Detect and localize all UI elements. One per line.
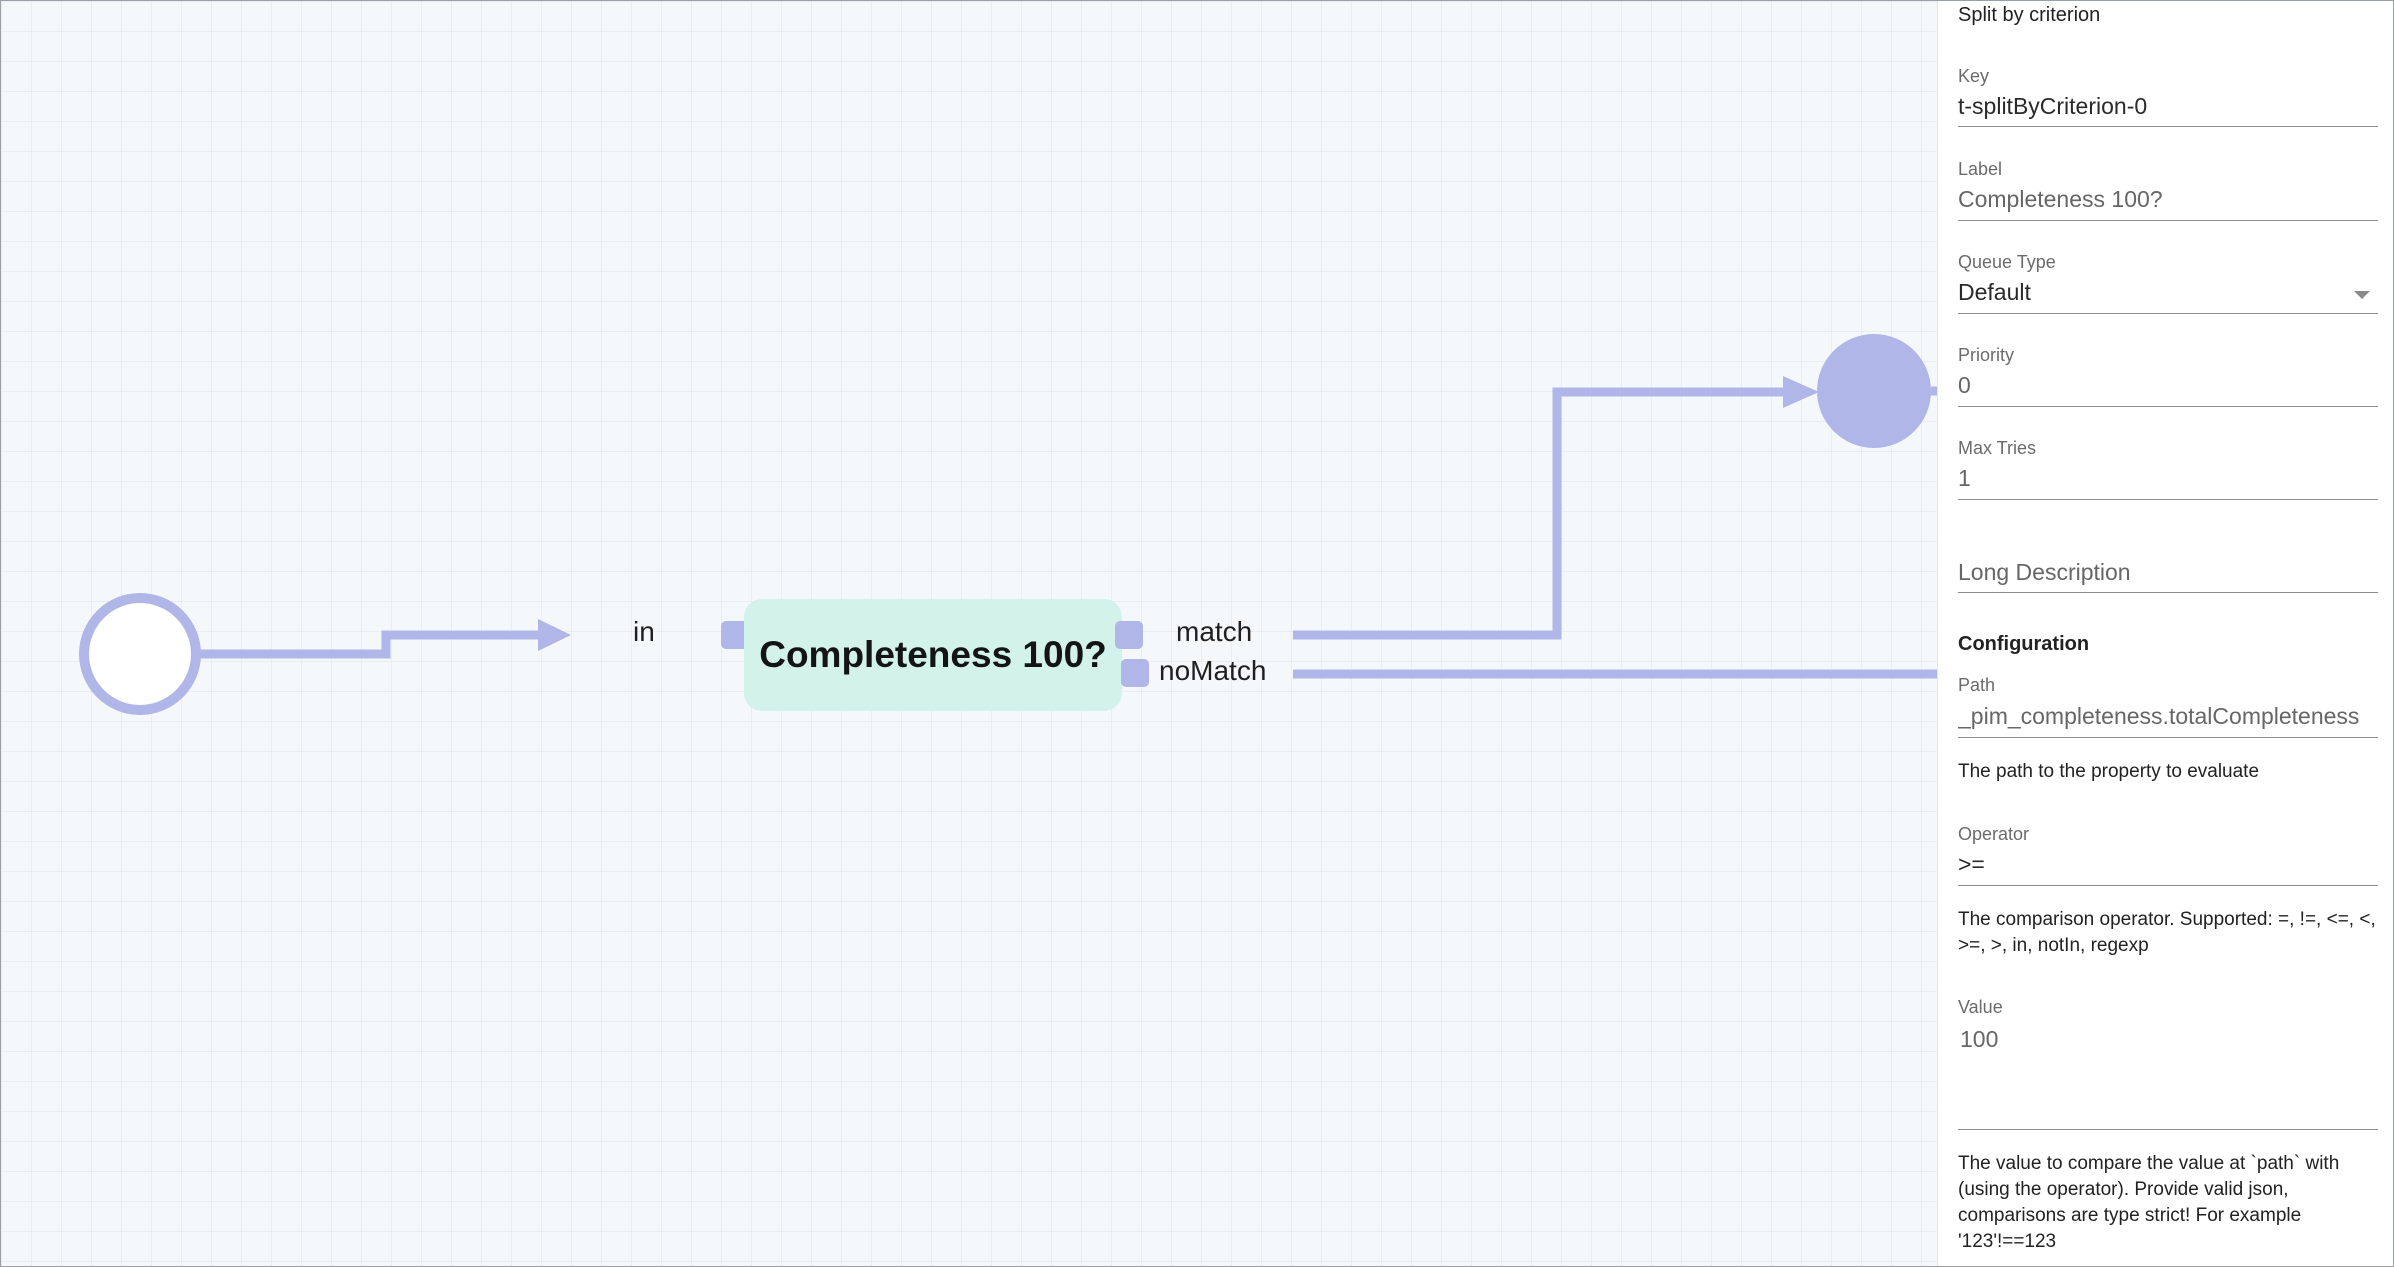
- long-description-field[interactable]: Long Description: [1958, 559, 2131, 585]
- max-tries-label: Max Tries: [1958, 438, 2037, 458]
- port-label-no-match: noMatch: [1159, 655, 1267, 686]
- max-tries-underline: [1958, 499, 2378, 500]
- priority-field[interactable]: 0: [1958, 372, 1971, 398]
- label-field[interactable]: Completeness 100?: [1958, 186, 2163, 212]
- max-tries-field[interactable]: 1: [1958, 465, 1971, 491]
- queue-type-underline: [1958, 313, 2378, 314]
- split-node[interactable]: Completeness 100?: [744, 599, 1122, 711]
- label-label: Label: [1958, 159, 2003, 179]
- long-description-underline: [1958, 592, 2378, 593]
- path-help: The path to the property to evaluate: [1958, 761, 2260, 782]
- edge-start-to-split: [196, 630, 541, 659]
- priority-underline: [1958, 406, 2378, 407]
- operator-label: Operator: [1958, 824, 2030, 844]
- label-underline: [1958, 220, 2378, 221]
- path-underline: [1958, 737, 2378, 738]
- value-underline: [1958, 1129, 2378, 1130]
- properties-panel: Split by criterion Key t-splitByCriterio…: [1937, 1, 2393, 1266]
- key-label: Key: [1958, 66, 1990, 86]
- queue-type-select[interactable]: Default: [1958, 279, 2031, 305]
- operator-underline: [1958, 885, 2378, 886]
- path-field[interactable]: _pim_completeness.totalCompleteness: [1958, 703, 2360, 729]
- queue-type-label: Queue Type: [1958, 252, 2056, 272]
- port-label-in: in: [633, 616, 655, 647]
- arrow-head: [1783, 376, 1819, 408]
- value-help: The value to compare the value at `path`…: [1958, 1153, 2340, 1252]
- edge-match: [1293, 387, 1786, 640]
- no-match-port[interactable]: [1121, 659, 1149, 687]
- key-field[interactable]: t-splitByCriterion-0: [1958, 93, 2148, 119]
- match-port[interactable]: [1115, 621, 1143, 649]
- value-label: Value: [1958, 997, 2003, 1017]
- edges-layer: [79, 334, 1937, 715]
- configuration-heading: Configuration: [1958, 633, 2090, 655]
- value-field[interactable]: 100: [1960, 1026, 1999, 1052]
- workflow-canvas[interactable]: in Completeness 100? match noMatch: [1, 1, 1937, 1266]
- panel-title: Split by criterion: [1958, 4, 2101, 26]
- target-node[interactable]: [1817, 334, 1931, 448]
- chevron-down-icon[interactable]: [2354, 291, 2370, 299]
- key-underline: [1958, 126, 2378, 127]
- split-node-title: Completeness 100?: [759, 634, 1107, 675]
- priority-label: Priority: [1958, 345, 2015, 365]
- path-label: Path: [1958, 675, 1996, 695]
- operator-field[interactable]: >=: [1958, 851, 1985, 877]
- operator-help: The comparison operator. Supported: =, !…: [1958, 909, 2376, 956]
- start-node[interactable]: [79, 593, 201, 715]
- port-label-match: match: [1176, 616, 1253, 647]
- arrow-head: [538, 619, 571, 651]
